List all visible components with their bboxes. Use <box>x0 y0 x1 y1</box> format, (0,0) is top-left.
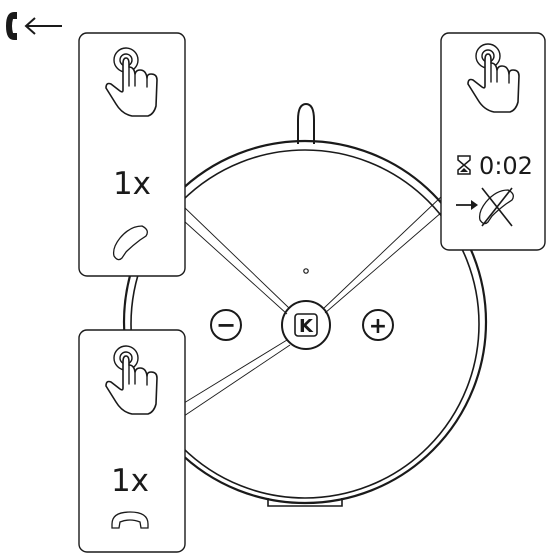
callout-lines <box>183 195 443 417</box>
device-rim <box>122 139 488 505</box>
reject-timer: 0:02 <box>479 152 533 180</box>
end-press-count: 1x <box>111 463 149 499</box>
reject-call-icon <box>478 187 514 227</box>
end-call-panel: 1x <box>78 329 186 553</box>
incoming-call-icon <box>6 12 62 40</box>
answer-call-panel: 1x <box>78 32 186 277</box>
lanyard-loop <box>297 102 315 144</box>
reject-call-panel: 0:02 <box>440 32 546 251</box>
volume-down-symbol: − <box>216 311 236 339</box>
answer-call-icon <box>112 225 148 261</box>
answer-press-count: 1x <box>113 166 151 202</box>
volume-down-button[interactable]: − <box>210 309 242 341</box>
end-call-icon <box>111 511 149 529</box>
volume-up-symbol: + <box>369 314 387 339</box>
logo-badge <box>294 313 318 337</box>
call-button[interactable]: K <box>281 300 331 350</box>
device-foot <box>267 498 343 507</box>
call-button-symbol: K <box>299 316 314 337</box>
microphone-indicator <box>303 268 309 274</box>
reject-arrow-icon <box>456 200 478 210</box>
volume-up-button[interactable]: + <box>362 309 394 341</box>
hourglass-icon <box>457 155 471 175</box>
